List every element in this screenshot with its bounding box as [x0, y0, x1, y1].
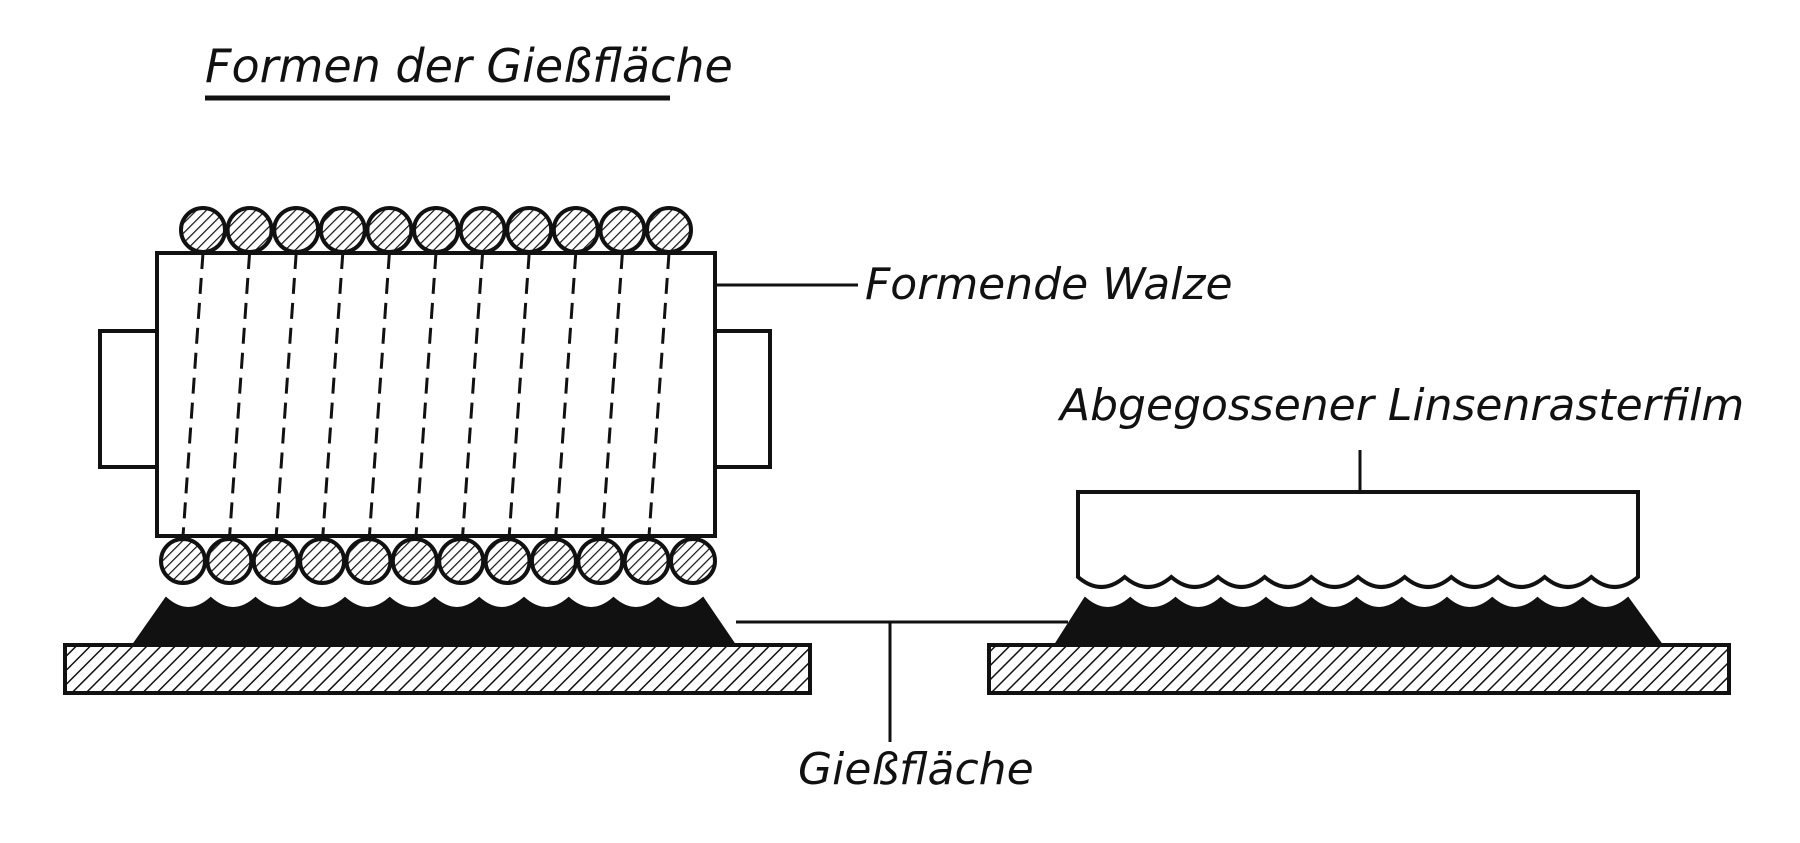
roller-bead: [483, 537, 532, 585]
roller-dashed-line: [274, 252, 298, 537]
left-base-plate: [63, 643, 812, 695]
roller-bead: [412, 206, 460, 254]
roller-label: Formende Walze: [865, 259, 1233, 310]
roller-bead: [251, 537, 300, 585]
roller-bead: [318, 206, 367, 254]
roller-dashed-line: [414, 252, 438, 537]
roller-dashed-line: [461, 252, 485, 537]
roller-bottom-beads: [159, 537, 717, 585]
roller-bead: [598, 206, 647, 254]
roller-bead: [645, 206, 693, 254]
roller-bead: [622, 537, 671, 585]
right-casting-surface-lens-layer: [1053, 596, 1664, 646]
roller-bead: [529, 537, 578, 585]
diagram-title: Formen der Gießfläche: [205, 39, 733, 93]
roller-bead: [179, 206, 227, 254]
roller-bead: [225, 206, 274, 254]
roller-bead: [365, 206, 414, 254]
film-label: Abgegossener Linsenrasterfilm: [1057, 380, 1744, 431]
roller-dashed-line: [181, 252, 205, 537]
roller-bead: [272, 206, 321, 254]
roller-bead: [159, 537, 207, 585]
roller-dashed-line: [228, 252, 252, 537]
roller-bead: [458, 206, 507, 254]
right-base-plate: [987, 643, 1731, 695]
roller-dashed-line: [507, 252, 531, 537]
roller-axle-left: [98, 329, 160, 469]
roller-bead: [205, 537, 254, 585]
roller-bead: [390, 537, 439, 585]
right-casting-setup: [987, 490, 1731, 695]
roller-bead: [576, 537, 625, 585]
forming-roller: [98, 206, 772, 585]
roller-axle-right: [712, 329, 772, 469]
roller-bead: [505, 206, 554, 254]
roller-bead: [298, 537, 347, 585]
roller-bead: [669, 537, 717, 585]
roller-body: [155, 251, 717, 538]
roller-dashed-line: [647, 252, 671, 537]
casting-surface-label: Gießfläche: [798, 744, 1034, 795]
roller-dashed-line: [367, 252, 391, 537]
roller-bead: [551, 206, 600, 254]
roller-dashed-lines: [181, 252, 671, 537]
roller-dashed-line: [321, 252, 345, 537]
lenticular-film: [1076, 490, 1640, 589]
roller-dashed-line: [554, 252, 578, 537]
roller-bead: [437, 537, 486, 585]
callout-lines: [715, 283, 1362, 742]
left-casting-surface-lens-layer: [131, 596, 737, 646]
roller-top-beads: [179, 206, 693, 254]
roller-bead: [344, 537, 393, 585]
roller-dashed-line: [600, 252, 624, 537]
left-casting-setup: [63, 596, 812, 695]
